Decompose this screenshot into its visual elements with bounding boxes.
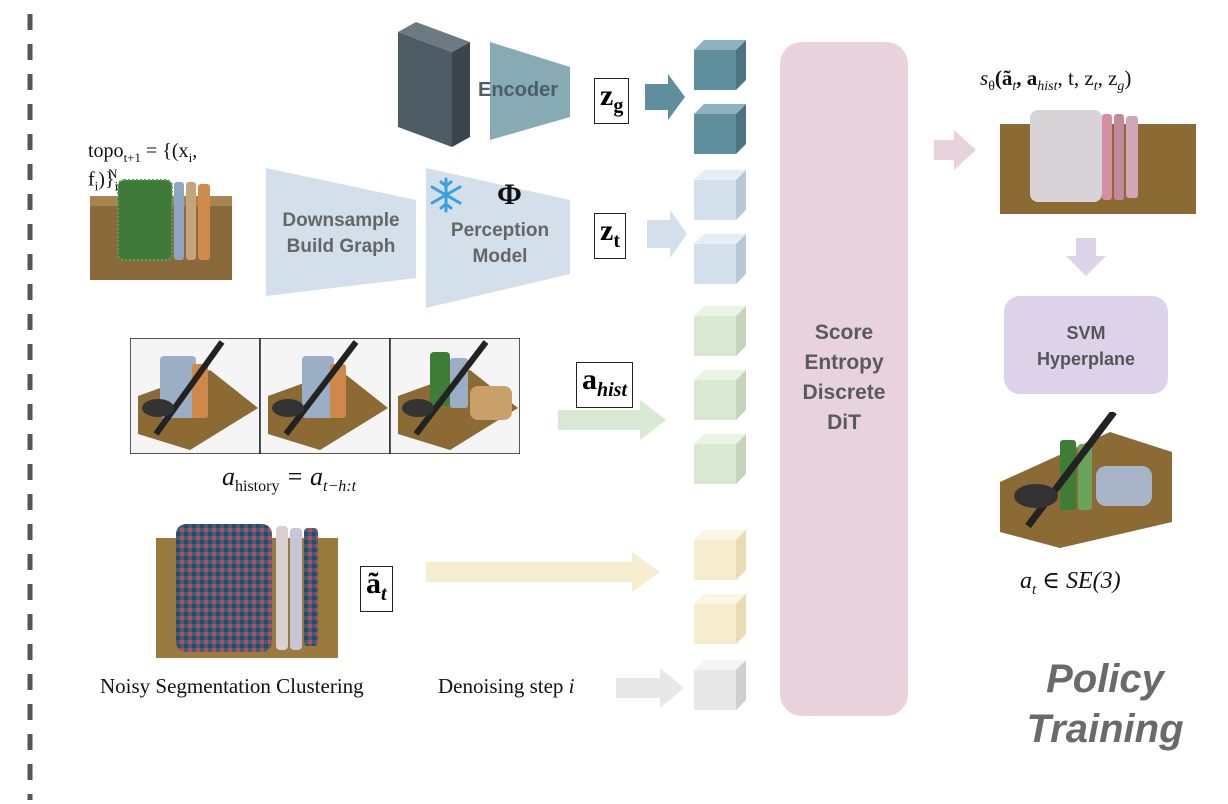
denoising-step-label: Denoising step i	[438, 674, 575, 698]
downsample-trapezoid	[266, 168, 416, 296]
encoder-arrow-icon	[645, 74, 685, 120]
cube-token-icon	[694, 434, 746, 484]
cube-token-icon	[694, 104, 746, 154]
cube-token-icon	[694, 660, 746, 710]
svm-block	[1004, 296, 1168, 394]
score-pointcloud-image	[1000, 110, 1196, 214]
encoder-graphic	[398, 22, 685, 147]
cube-token-icon	[694, 234, 746, 284]
cube-token-icon	[694, 170, 746, 220]
cube-token-icon	[694, 306, 746, 356]
history-formula: ahistory = at−h:t	[222, 462, 357, 496]
encoder-label: Encoder	[478, 79, 559, 101]
snowflake-icon	[430, 177, 462, 213]
dit-output-arrow-icon	[934, 130, 976, 170]
history-arrow-icon	[558, 400, 666, 440]
perception-graphic	[266, 168, 687, 308]
score-function: sθ(ãt, ahist, t, zt, zg)	[980, 66, 1132, 95]
token-cubes	[694, 40, 746, 710]
dit-block	[780, 42, 908, 716]
cube-token-icon	[694, 594, 746, 644]
phi-symbol: Φ	[497, 178, 522, 211]
noisy-caption: Noisy Segmentation Clustering	[100, 674, 364, 698]
encoder-trapezoid	[490, 42, 570, 140]
zg-symbol: zg	[594, 78, 630, 124]
cube-token-icon	[694, 530, 746, 580]
cube-token-icon	[694, 370, 746, 420]
history-frames	[130, 338, 520, 454]
history-frame-2	[259, 338, 391, 454]
noisy-pointcloud-image	[156, 524, 338, 658]
denoise-arrow-icon	[616, 668, 684, 708]
history-frame-1	[130, 338, 261, 454]
perception-model-shape	[426, 168, 570, 308]
result-formula: at ∈ SE(3)	[1020, 568, 1121, 598]
result-scene-image	[1000, 412, 1172, 548]
at-tilde-symbol: ãt	[360, 566, 393, 612]
zt-symbol: zt	[594, 213, 626, 259]
svm-arrow-icon	[1066, 238, 1106, 276]
topo-pointcloud-image	[90, 179, 232, 280]
cube-token-icon	[694, 40, 746, 90]
history-frame-3	[389, 338, 520, 454]
dashed-divider	[27, 14, 33, 800]
perception-arrow-icon	[647, 210, 687, 258]
ahist-symbol: ahist	[576, 362, 634, 408]
noisy-arrow-icon	[426, 552, 660, 592]
